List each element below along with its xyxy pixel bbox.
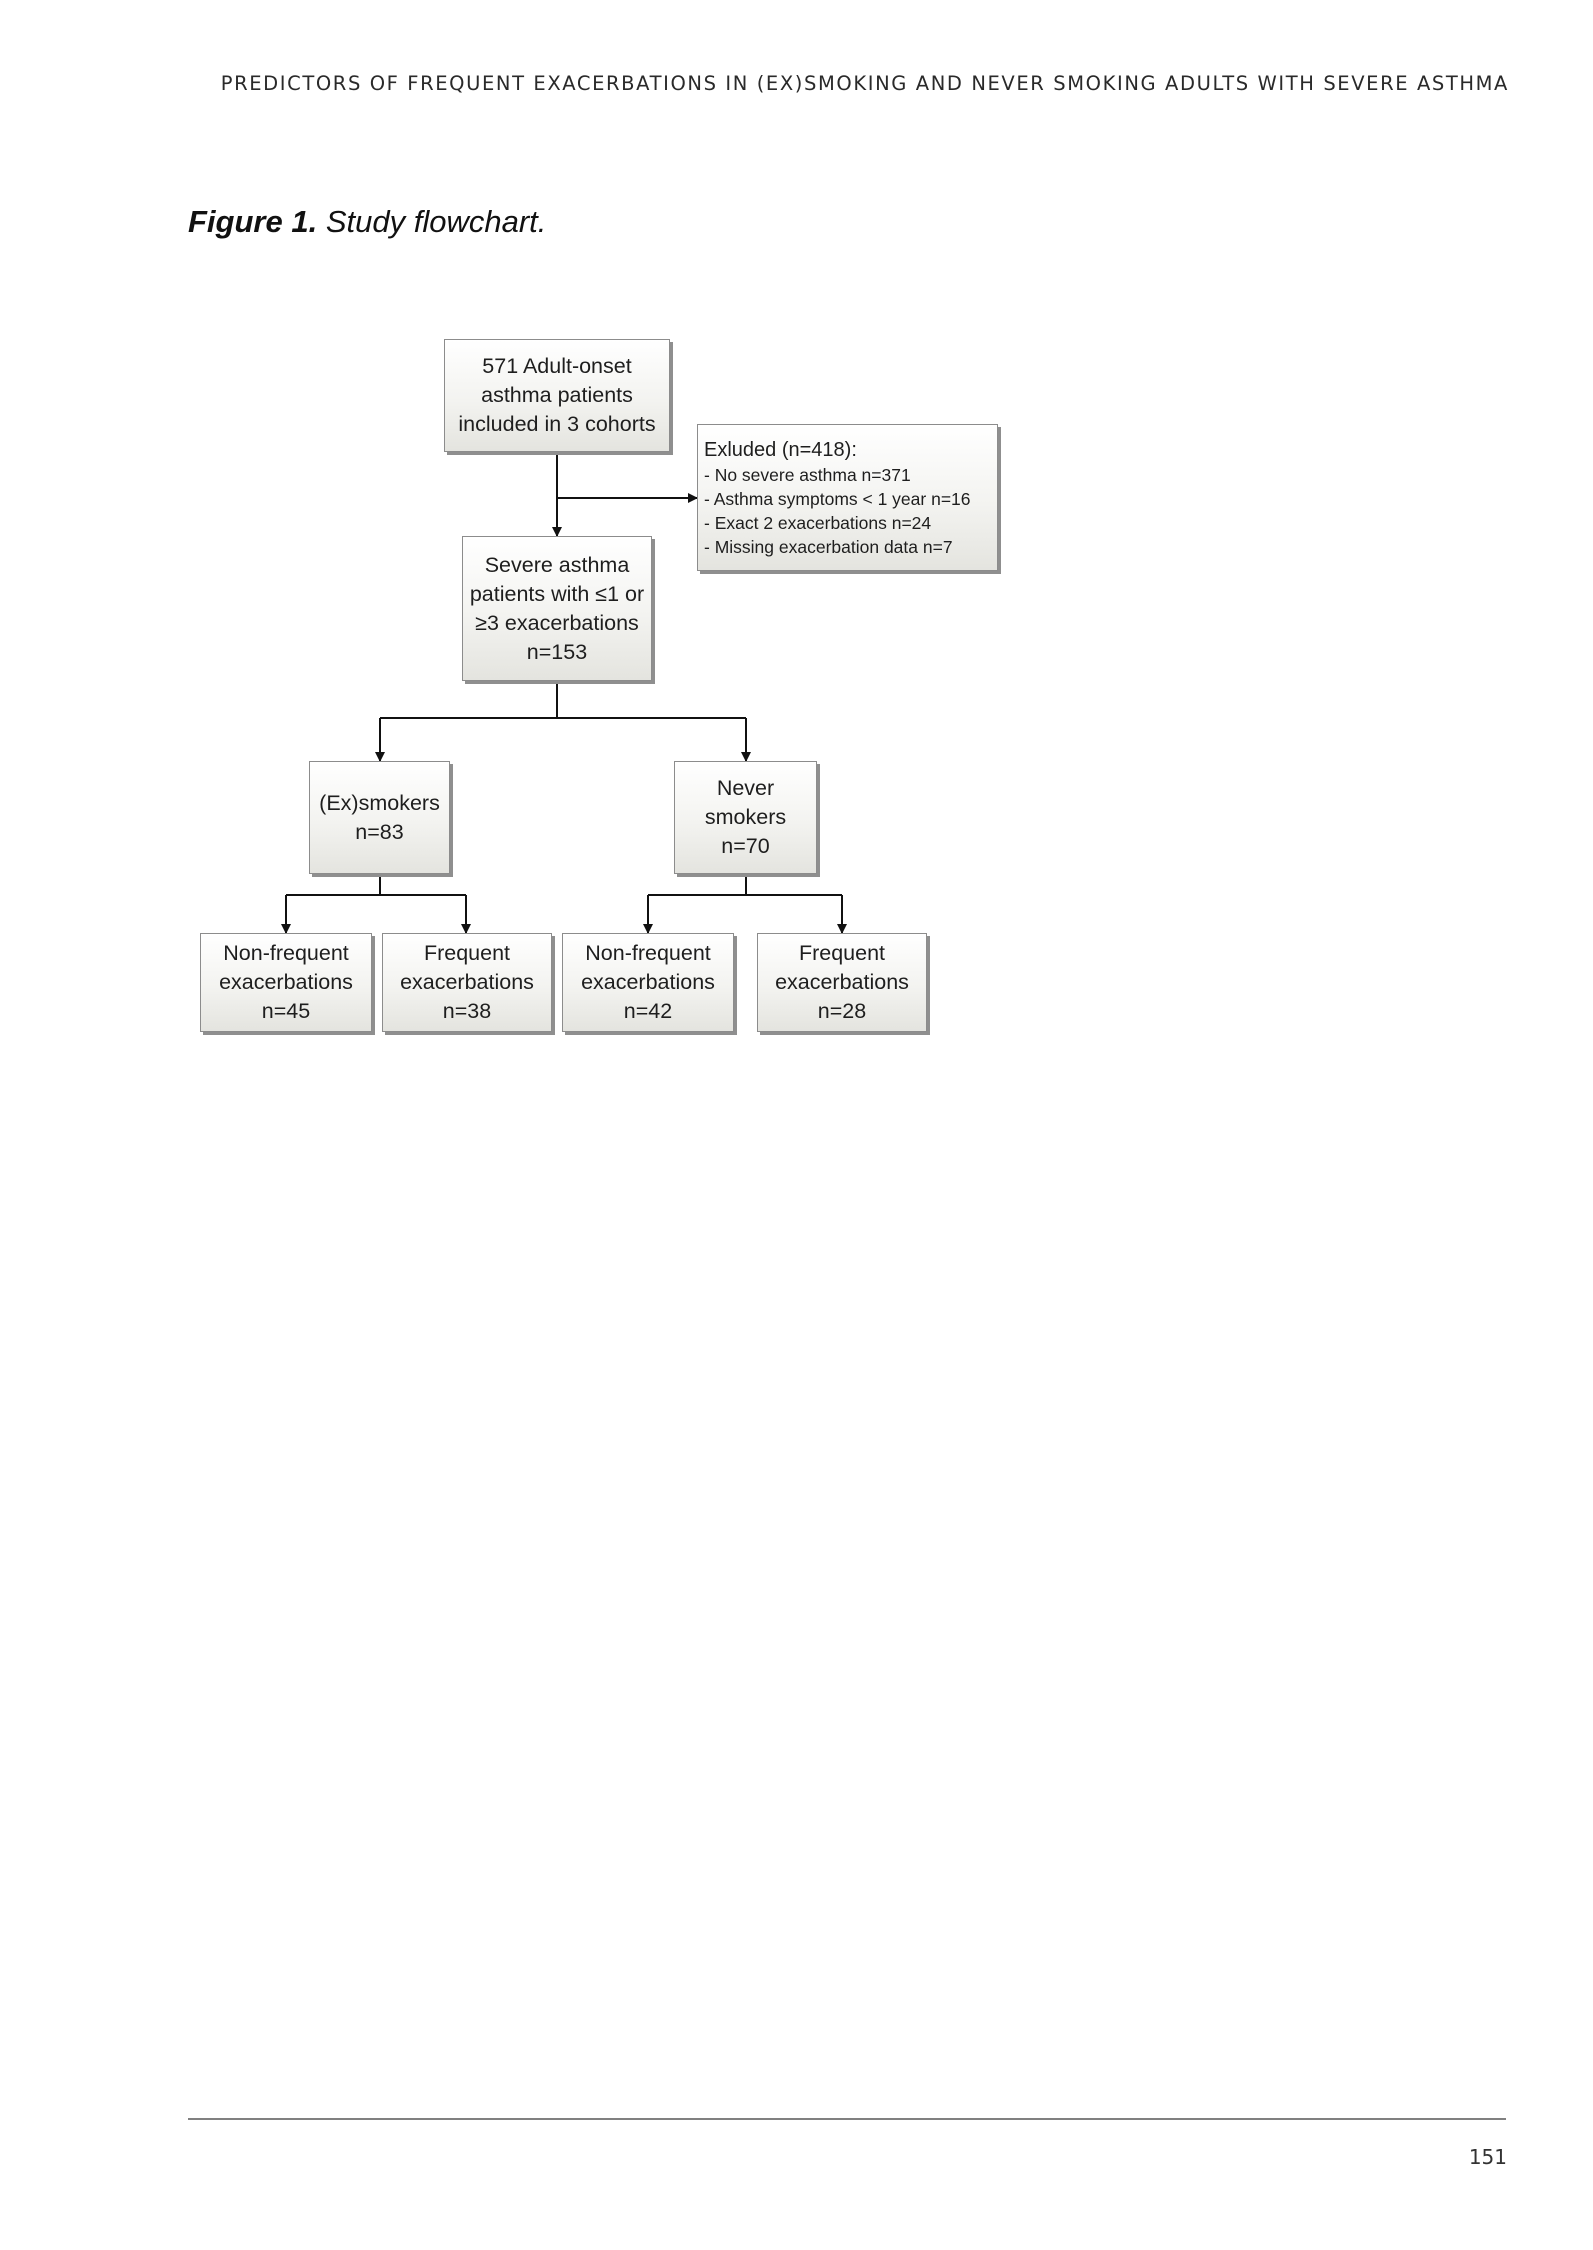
box-never-smokers: Never smokers n=70 [674,761,817,874]
excluded-item: - Missing exacerbation data n=7 [704,537,953,557]
running-header: PREDICTORS OF FREQUENT EXACERBATIONS IN … [220,72,1509,95]
box-never-frequent: Frequent exacerbations n=28 [757,933,927,1032]
box-start-cohorts: 571 Adult-onset asthma patients included… [444,339,670,452]
excluded-item: - No severe asthma n=371 [704,465,911,485]
box-ex-nonfrequent: Non-frequent exacerbations n=45 [200,933,372,1032]
excluded-title: Exluded (n=418): [704,439,857,461]
excluded-item: - Asthma symptoms < 1 year n=16 [704,489,971,509]
page-number: 151 [1468,2145,1507,2169]
excluded-item: - Exact 2 exacerbations n=24 [704,513,932,533]
box-ex-frequent: Frequent exacerbations n=38 [382,933,552,1032]
box-excluded: Exluded (n=418): - No severe asthma n=37… [697,424,998,571]
footer-rule [188,2118,1506,2120]
figure-caption: Figure 1. Study flowchart. [188,204,546,240]
box-ex-smokers: (Ex)smokers n=83 [309,761,450,874]
box-severe-asthma: Severe asthma patients with ≤1 or ≥3 exa… [462,536,652,681]
figure-label: Figure 1. [188,204,318,239]
figure-title: Study flowchart. [325,204,547,239]
box-never-nonfrequent: Non-frequent exacerbations n=42 [562,933,734,1032]
